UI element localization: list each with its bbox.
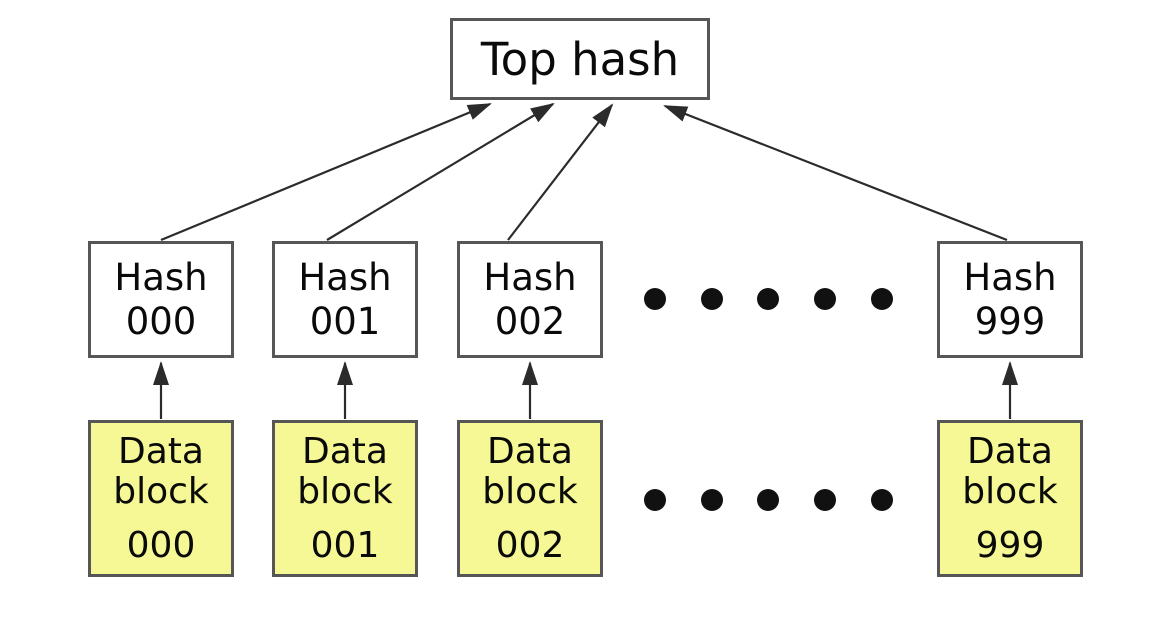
data-block-001: Data block 001 — [272, 420, 418, 577]
dot — [814, 288, 836, 310]
dot — [871, 288, 893, 310]
hash-node-999: Hash 999 — [937, 241, 1083, 358]
data-to-hash-arrows — [153, 361, 1018, 419]
data-block-id: 001 — [310, 524, 380, 566]
ellipsis-dots-hash-row — [644, 288, 893, 310]
hash-node-001: Hash 001 — [272, 241, 418, 358]
dot — [757, 489, 779, 511]
hash-node-id: 002 — [494, 299, 566, 343]
hash-to-top-arrows — [160, 102, 1008, 242]
data-block-word2: block — [297, 470, 393, 512]
data-block-id: 002 — [495, 524, 565, 566]
top-hash-node: Top hash — [450, 18, 710, 100]
top-hash-label: Top hash — [480, 32, 680, 86]
hash-node-000: Hash 000 — [88, 241, 234, 358]
dot — [757, 288, 779, 310]
hash-node-word: Hash — [298, 255, 392, 299]
data-block-word1: Data — [118, 430, 204, 472]
hash-node-002: Hash 002 — [457, 241, 603, 358]
data-block-word1: Data — [967, 430, 1053, 472]
data-block-id: 000 — [126, 524, 196, 566]
data-block-word1: Data — [487, 430, 573, 472]
data-block-word2: block — [962, 470, 1058, 512]
dot — [701, 489, 723, 511]
hash-node-id: 999 — [974, 299, 1046, 343]
arrow-hash001-to-top — [326, 102, 555, 241]
arrow-hash999-to-top — [663, 104, 1008, 242]
ellipsis-dots-data-row — [644, 489, 893, 511]
hash-node-word: Hash — [483, 255, 577, 299]
dot — [871, 489, 893, 511]
data-block-id: 999 — [975, 524, 1045, 566]
arrow-hash000-to-top — [160, 102, 492, 242]
data-block-999: Data block 999 — [937, 420, 1083, 577]
data-block-word2: block — [482, 470, 578, 512]
arrow-hash002-to-top — [507, 103, 614, 241]
dot — [644, 288, 666, 310]
hash-node-word: Hash — [963, 255, 1057, 299]
data-block-word1: Data — [302, 430, 388, 472]
data-block-000: Data block 000 — [88, 420, 234, 577]
dot — [814, 489, 836, 511]
data-block-word2: block — [113, 470, 209, 512]
data-block-002: Data block 002 — [457, 420, 603, 577]
hash-node-word: Hash — [114, 255, 208, 299]
dot — [701, 288, 723, 310]
hash-node-id: 000 — [125, 299, 197, 343]
dot — [644, 489, 666, 511]
hash-node-id: 001 — [309, 299, 381, 343]
